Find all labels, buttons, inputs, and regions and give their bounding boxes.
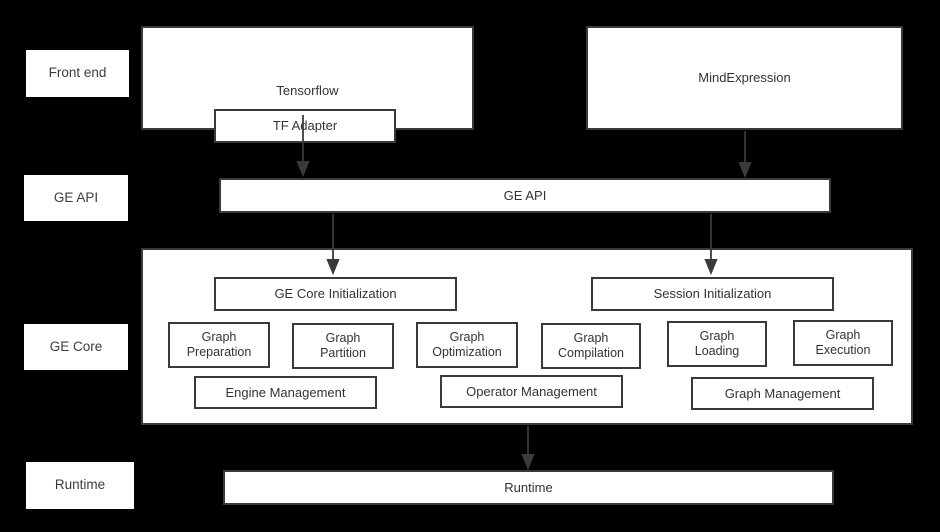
manager-operator-management[interactable]: Operator Management — [440, 375, 623, 408]
ge-api-box[interactable]: GE API — [219, 178, 831, 213]
module-graph-compilation[interactable]: Graph Compilation — [541, 323, 641, 369]
mindexpression-box[interactable]: MindExpression — [586, 26, 903, 130]
session-initialization-box[interactable]: Session Initialization — [591, 277, 834, 311]
module-graph-loading[interactable]: Graph Loading — [667, 321, 767, 367]
module-graph-execution[interactable]: Graph Execution — [793, 320, 893, 366]
ge-core-initialization-box[interactable]: GE Core Initialization — [214, 277, 457, 311]
module-graph-preparation[interactable]: Graph Preparation — [168, 322, 270, 368]
tier-label-front-end: Front end — [26, 50, 129, 97]
manager-engine-management[interactable]: Engine Management — [194, 376, 377, 409]
ge-core-group[interactable]: GE Core Initialization Session Initializ… — [141, 248, 913, 425]
tensorflow-group[interactable]: Tensorflow TF Adapter — [141, 26, 474, 143]
module-graph-partition[interactable]: Graph Partition — [292, 323, 394, 369]
module-graph-optimization[interactable]: Graph Optimization — [416, 322, 518, 368]
tf-adapter-box[interactable]: TF Adapter — [214, 109, 396, 143]
tier-label-runtime: Runtime — [26, 462, 134, 509]
tier-label-ge-api: GE API — [24, 175, 128, 221]
runtime-box[interactable]: Runtime — [223, 470, 834, 505]
tier-label-ge-core: GE Core — [24, 324, 128, 370]
manager-graph-management[interactable]: Graph Management — [691, 377, 874, 410]
tensorflow-label: Tensorflow — [276, 83, 339, 98]
